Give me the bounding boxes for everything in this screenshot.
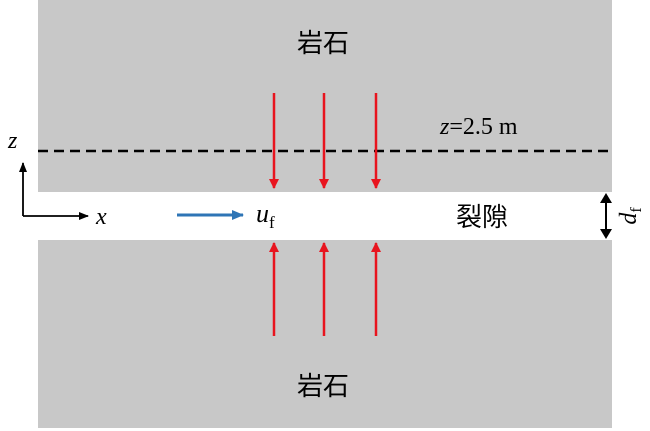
svg-text:df: df xyxy=(616,207,645,225)
depth-line-label: z=2.5 m xyxy=(439,114,518,140)
flow-velocity-subscript: f xyxy=(269,213,275,232)
axis-x-label: x xyxy=(95,204,107,230)
axis-z-label: z xyxy=(7,128,18,154)
aperture-subscript: f xyxy=(628,207,645,213)
aperture-label: df xyxy=(616,207,645,225)
flow-velocity-symbol: u xyxy=(256,199,269,228)
aperture-arrow-head-down xyxy=(600,229,612,239)
depth-line-label-text: =2.5 m xyxy=(449,114,518,140)
rock-label-bottom: 岩石 xyxy=(297,372,349,402)
fracture-label: 裂隙 xyxy=(456,203,508,233)
rock-label-top: 岩石 xyxy=(297,29,349,59)
flow-velocity-label: uf xyxy=(256,199,275,232)
aperture-symbol: d xyxy=(616,212,642,225)
aperture-arrow-head-up xyxy=(600,193,612,203)
